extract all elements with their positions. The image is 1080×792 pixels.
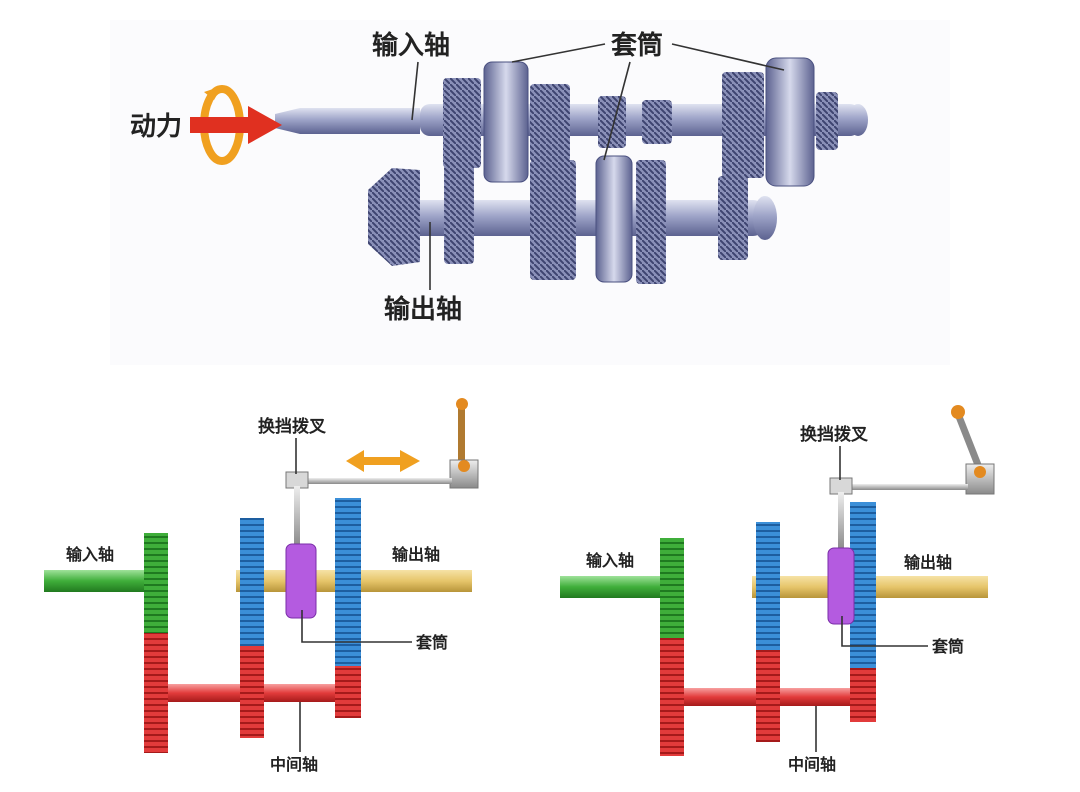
right-label-shift-fork: 换挡拨叉 bbox=[800, 424, 869, 445]
left-figure: 换挡拨叉 输入轴 输出轴 套筒 中间轴 bbox=[44, 398, 479, 774]
right-counter-gear-2 bbox=[756, 650, 780, 742]
left-input-gear bbox=[144, 533, 168, 633]
power-arrow bbox=[190, 85, 282, 165]
top-bevel-gear bbox=[368, 168, 420, 266]
top-label-output-shaft: 输出轴 bbox=[384, 294, 462, 325]
right-counter-gear-3 bbox=[850, 668, 876, 722]
left-counter-gear-1 bbox=[144, 633, 168, 753]
left-label-output-shaft: 输出轴 bbox=[392, 545, 440, 564]
top-leader-sleeve-1 bbox=[511, 43, 606, 63]
left-output-gear-1 bbox=[240, 518, 264, 646]
top-leader-sleeve-2 bbox=[603, 61, 631, 161]
right-sleeve bbox=[827, 547, 855, 625]
left-leader-sleeve bbox=[301, 610, 412, 643]
left-label-sleeve: 套筒 bbox=[415, 633, 448, 652]
right-counter-gear-1 bbox=[660, 638, 684, 756]
right-leader-sleeve bbox=[841, 616, 928, 647]
top-label-input-shaft: 输入轴 bbox=[372, 30, 450, 61]
left-label-input-shaft: 输入轴 bbox=[66, 545, 114, 564]
top-upper-gears bbox=[443, 57, 838, 187]
right-input-gear bbox=[660, 538, 684, 638]
left-label-shift-fork: 换挡拨叉 bbox=[258, 416, 327, 437]
left-label-countershaft: 中间轴 bbox=[270, 755, 318, 774]
left-sleeve bbox=[285, 543, 317, 619]
right-shift-mechanism bbox=[829, 405, 995, 550]
left-shift-mechanism bbox=[285, 398, 479, 546]
top-leader-sleeve-3 bbox=[671, 43, 785, 71]
right-label-countershaft: 中间轴 bbox=[788, 755, 836, 774]
right-input-shaft bbox=[560, 576, 660, 598]
right-label-input-shaft: 输入轴 bbox=[586, 551, 634, 570]
right-label-output-shaft: 输出轴 bbox=[904, 553, 952, 572]
top-figure: 输入轴 套筒 动力 输出轴 bbox=[110, 20, 950, 365]
top-leader-input-shaft bbox=[411, 61, 419, 121]
right-output-gear-1 bbox=[756, 522, 780, 650]
right-figure: 换挡拨叉 输入轴 输出轴 套筒 中间轴 bbox=[560, 405, 995, 774]
left-input-shaft bbox=[44, 570, 144, 592]
left-output-gear-2 bbox=[335, 498, 361, 666]
left-counter-gear-3 bbox=[335, 666, 361, 718]
right-label-sleeve: 套筒 bbox=[931, 637, 964, 656]
top-label-power: 动力 bbox=[130, 112, 182, 142]
top-lower-gears bbox=[444, 155, 748, 284]
top-label-sleeves: 套筒 bbox=[611, 30, 663, 61]
top-lower-shaft bbox=[395, 196, 777, 240]
left-counter-gear-2 bbox=[240, 646, 264, 738]
left-shift-arrow bbox=[346, 450, 420, 472]
